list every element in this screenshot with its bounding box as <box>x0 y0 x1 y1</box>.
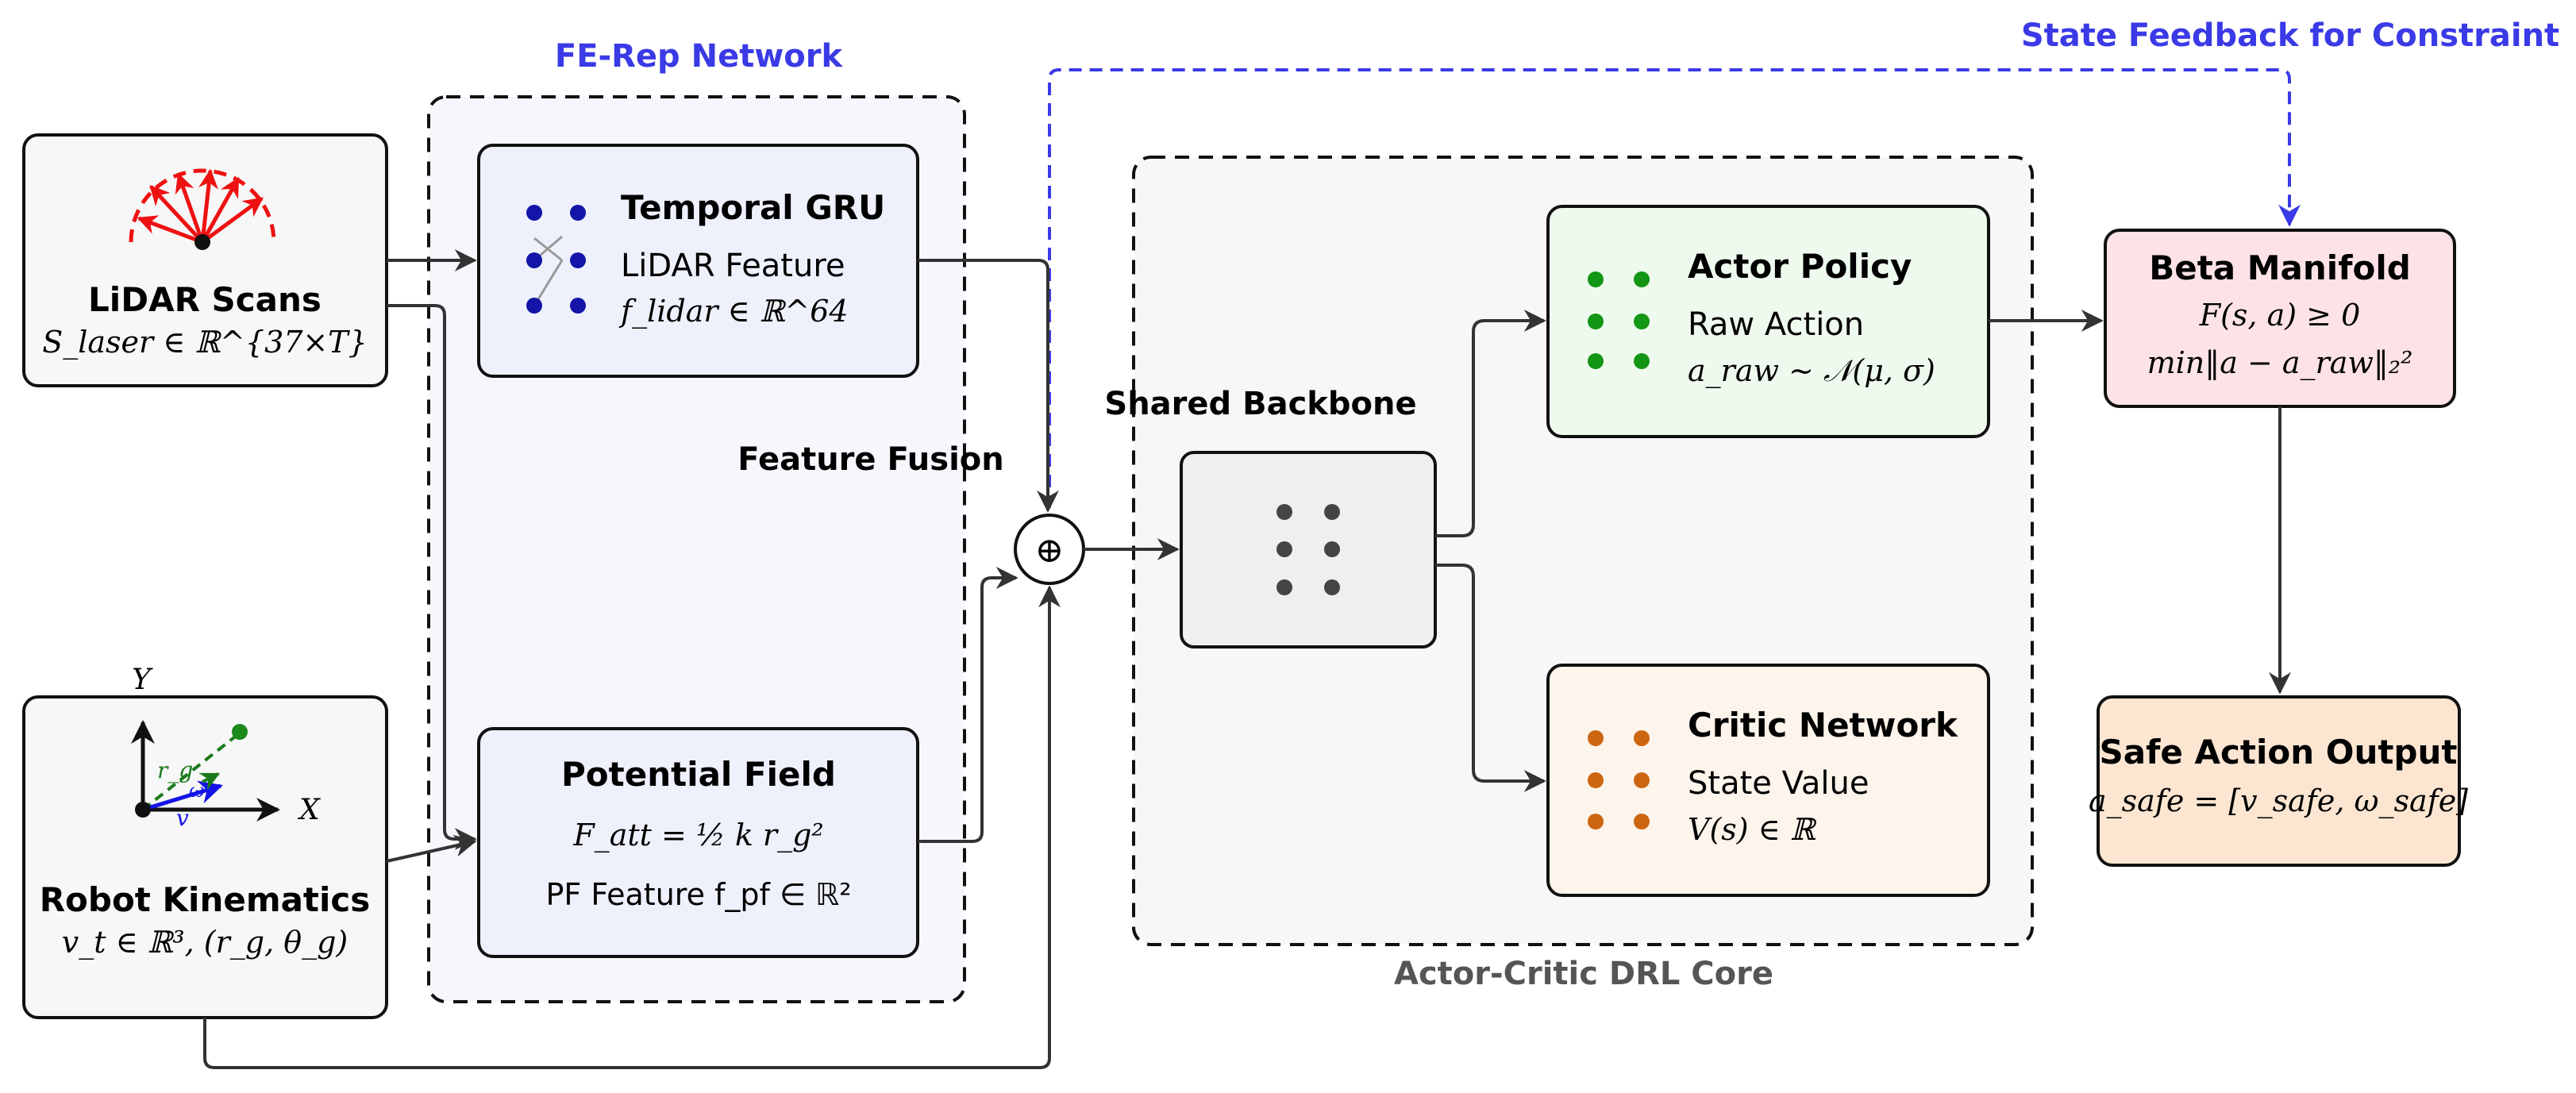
lidar-formula: S_laser ∈ ℝ^{37×T} <box>42 325 368 360</box>
fe-rep-title: FE-Rep Network <box>555 38 844 75</box>
backbone-to-actor-arrow <box>1435 310 1546 537</box>
critic-title: Critic Network <box>1688 706 1958 745</box>
actor-title: Actor Policy <box>1688 247 1912 286</box>
robot-v-label: v <box>176 805 189 831</box>
critic-network-box <box>1546 664 1990 897</box>
gru-title: Temporal GRU <box>621 188 885 227</box>
robot-axis-y: Y <box>132 664 153 696</box>
shared-backbone-label: Shared Backbone <box>1104 386 1416 422</box>
lidar-title: LiDAR Scans <box>88 280 322 319</box>
robot-to-fusion-arrow <box>203 585 1061 1069</box>
safe-formula: a_safe = [v_safe, ω_safe] <box>2089 783 2468 819</box>
robot-axis-x: X <box>297 794 321 826</box>
lidar-fan-icon <box>129 168 276 250</box>
beta-title: Beta Manifold <box>2149 248 2411 287</box>
robot-w-label: ω <box>189 779 205 802</box>
critic-formula: V(s) ∈ ℝ <box>1688 812 1817 847</box>
backbone-nodes-icon <box>1276 504 1340 595</box>
robot-kinematics-box <box>22 695 388 1019</box>
actor-subtitle: Raw Action <box>1688 306 1864 343</box>
actor-nodes-icon <box>1588 271 1650 369</box>
state-feedback-label: State Feedback for Constraint <box>2021 17 2559 54</box>
beta-formula1: F(s, a) ≥ 0 <box>2199 298 2361 333</box>
feature-fusion-label: Feature Fusion <box>737 441 1004 478</box>
robot-r-label: r_g <box>157 757 193 783</box>
drl-core-label: Actor-Critic DRL Core <box>1394 956 1773 992</box>
pf-title: Potential Field <box>561 755 836 794</box>
lidar-to-pf-arrow <box>387 304 477 850</box>
backbone-to-critic-arrow <box>1435 564 1546 792</box>
gru-formula: f_lidar ∈ ℝ^64 <box>618 294 849 329</box>
pf-formula2: PF Feature f_pf ∈ ℝ² <box>546 877 852 912</box>
gru-to-fusion-arrow <box>918 259 1059 513</box>
safe-action-box <box>2097 695 2461 867</box>
safe-title: Safe Action Output <box>2100 733 2458 772</box>
beta-formula2: min‖a − a_raw‖₂² <box>2147 345 2413 381</box>
robot-axes-icon: Y X r_g ω v <box>131 664 321 831</box>
gru-subtitle: LiDAR Feature <box>621 248 845 284</box>
pf-to-fusion-arrow <box>918 567 1018 843</box>
robot-title: Robot Kinematics <box>40 880 371 919</box>
robot-to-pf-arrow <box>386 834 477 863</box>
pf-formula1: F_att = ½ k r_g² <box>572 818 823 853</box>
fusion-symbol: ⊕ <box>1035 530 1065 571</box>
shared-backbone-box <box>1180 451 1437 648</box>
gru-nodes-icon <box>526 205 586 314</box>
critic-nodes-icon <box>1588 730 1650 829</box>
robot-formula: v_t ∈ ℝ³, (r_g, θ_g) <box>62 925 348 960</box>
state-feedback-arrow <box>1048 68 2301 508</box>
critic-subtitle: State Value <box>1688 765 1869 802</box>
connectors <box>203 249 2291 1069</box>
actor-formula: a_raw ∼ 𝒩(μ, σ) <box>1688 353 1935 389</box>
